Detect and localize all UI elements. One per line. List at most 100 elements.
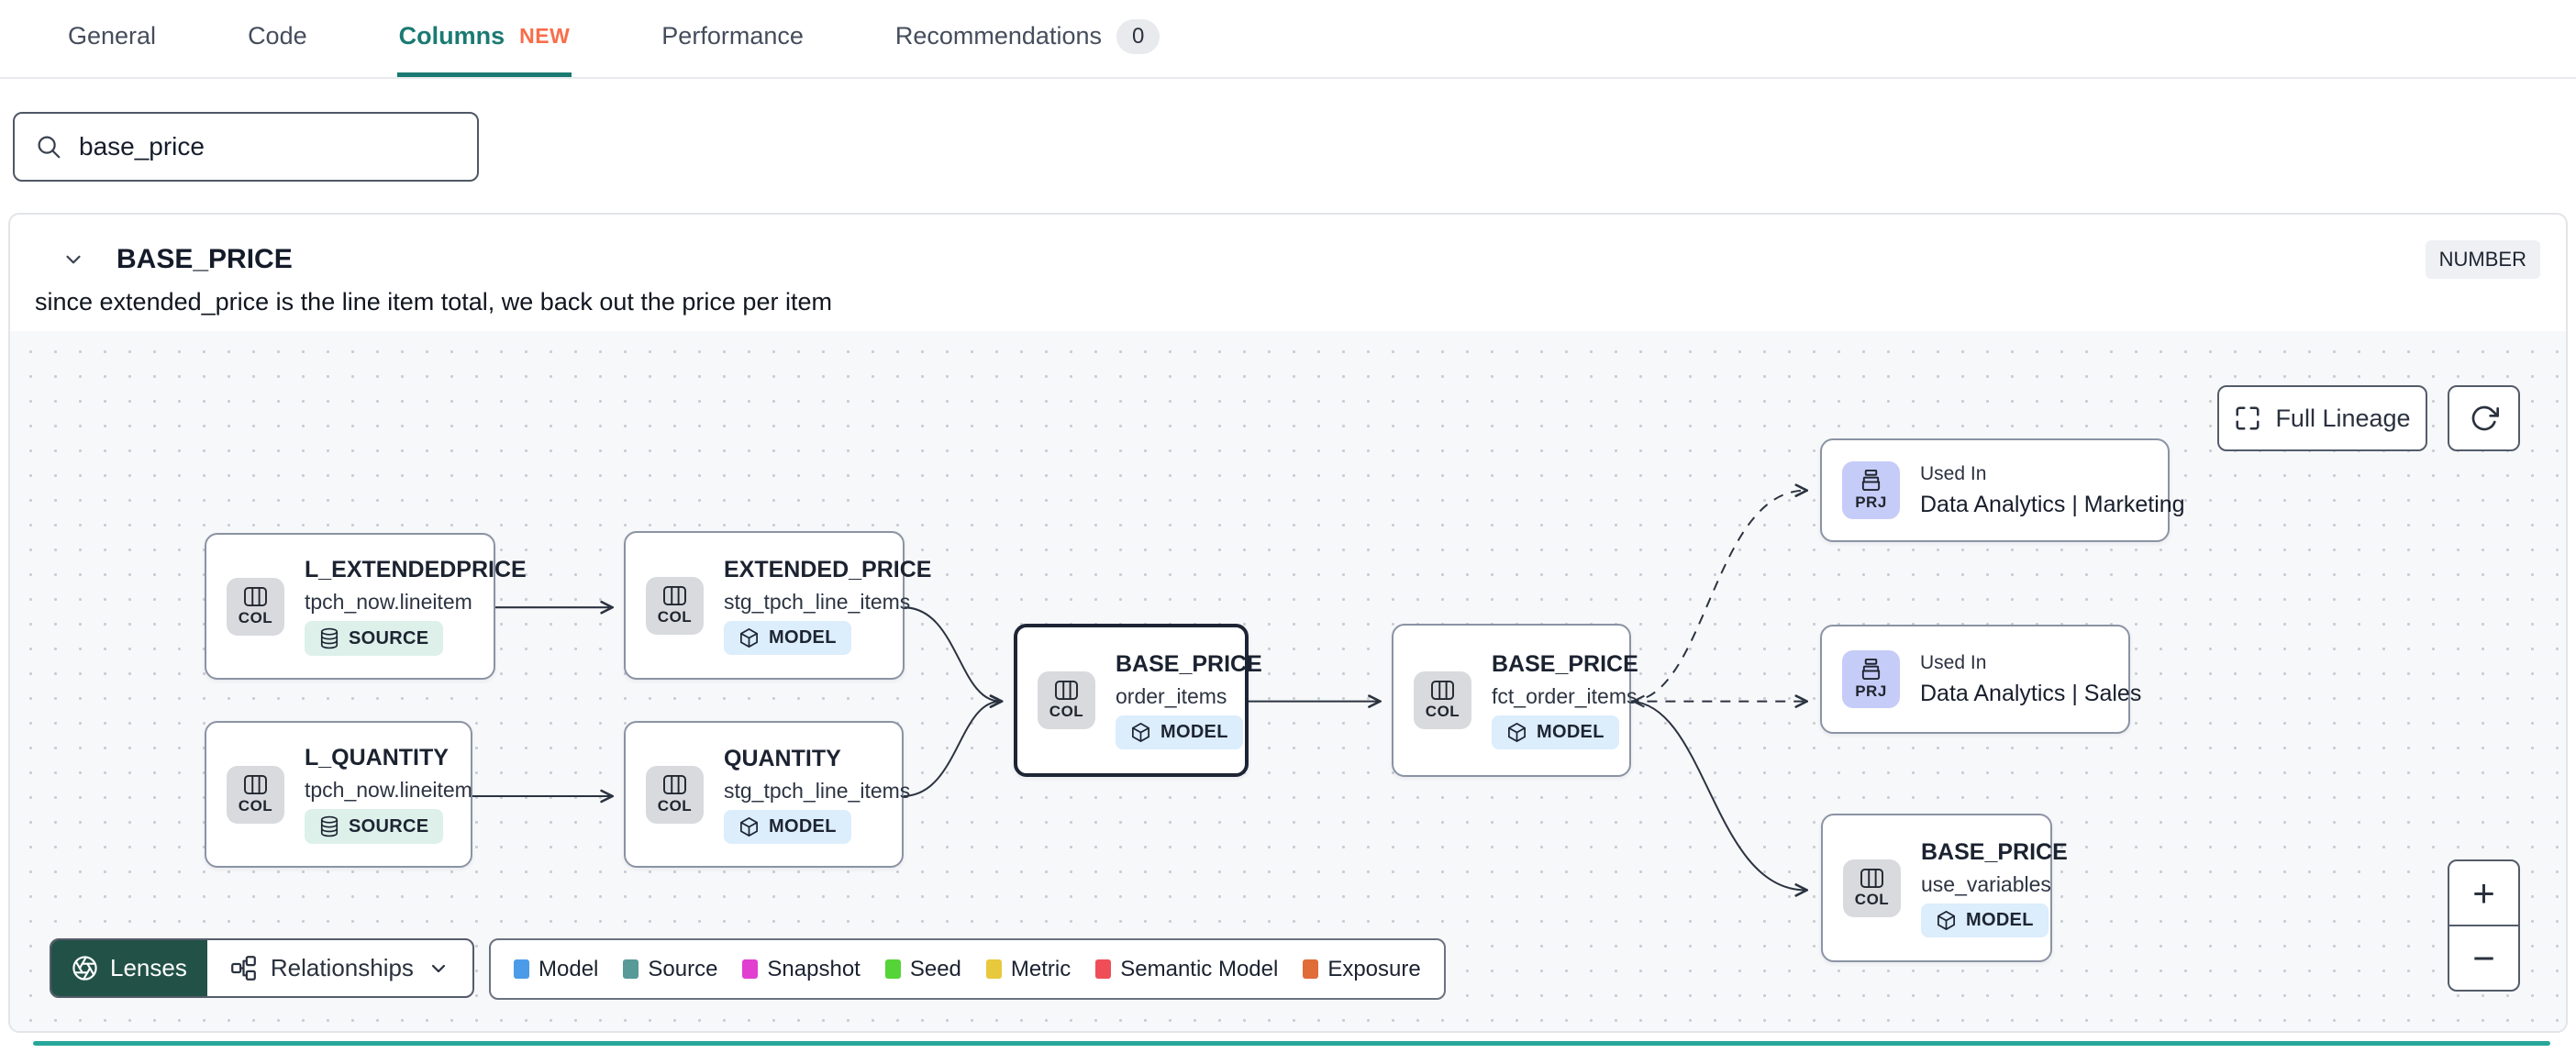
tab-label: Columns (398, 22, 505, 50)
legend-item-exposure: Exposure (1303, 956, 1421, 982)
chip-label: PRJ (1855, 682, 1887, 700)
columns-icon (244, 774, 267, 794)
model-badge: MODEL (724, 620, 851, 655)
columns-icon (244, 586, 267, 606)
column-chip: COL (227, 577, 284, 636)
project-icon (1861, 469, 1881, 492)
model-cube-icon (1132, 723, 1149, 742)
lineage-canvas[interactable]: Full Lineage + − (10, 331, 2566, 1031)
source-database-icon (320, 815, 339, 837)
refresh-icon (2471, 405, 2499, 431)
legend-item-metric: Metric (985, 956, 1071, 982)
node-title: L_EXTENDEDPRICE (305, 557, 527, 582)
column-chip: COL (227, 765, 284, 824)
badge-label: SOURCE (349, 815, 429, 837)
legend-swatch (623, 959, 639, 979)
column-chip: COL (646, 576, 704, 635)
column-chip: COL (646, 765, 704, 824)
chevron-down-icon (431, 964, 446, 972)
legend-swatch (884, 959, 901, 979)
legend-label: Snapshot (767, 956, 861, 981)
tab-general[interactable]: General (66, 0, 158, 77)
tab-performance[interactable]: Performance (660, 0, 805, 77)
column-panel: BASE_PRICE NUMBER since extended_price i… (8, 213, 2568, 1033)
legend-label: Seed (909, 956, 961, 981)
chip-label: COL (657, 796, 693, 815)
zoom-in-button[interactable]: + (2449, 861, 2518, 926)
node-subtitle: stg_tpch_line_items (724, 589, 911, 614)
legend-item-source: Source (623, 957, 717, 982)
zoom-controls: + − (2448, 859, 2520, 992)
badge-label: MODEL (769, 626, 837, 648)
badge-label: MODEL (1966, 909, 2034, 930)
aperture-icon (72, 956, 97, 981)
collapse-chevron-icon[interactable] (61, 248, 85, 272)
tab-label: Code (248, 22, 307, 50)
refresh-button[interactable] (2448, 385, 2520, 451)
column-name: BASE_PRICE (117, 244, 293, 274)
legend-label: Exposure (1327, 956, 1421, 981)
search-icon (38, 136, 61, 159)
legend-label: Semantic Model (1120, 956, 1279, 981)
tab-label: Performance (661, 22, 804, 50)
full-lineage-button[interactable]: Full Lineage (2217, 385, 2427, 451)
relationships-dropdown[interactable]: Relationships (207, 940, 472, 996)
node-title: BASE_PRICE (1492, 651, 1638, 677)
legend-item-snapshot: Snapshot (742, 956, 861, 982)
columns-icon (1860, 868, 1883, 888)
legend-label: Source (648, 956, 718, 981)
model-cube-icon (1938, 910, 1955, 930)
project-name: Data Analytics | Marketing (1920, 491, 2185, 517)
zoom-out-button[interactable]: − (2472, 936, 2495, 980)
node-subtitle: order_items (1116, 684, 1227, 708)
columns-icon (1431, 680, 1454, 701)
columns-icon (663, 585, 686, 605)
relationships-icon (230, 956, 256, 981)
legend-label: Metric (1010, 956, 1071, 981)
project-name: Data Analytics | Sales (1920, 680, 2142, 706)
legend-item-model: Model (514, 957, 598, 982)
legend-label: Model (539, 956, 599, 981)
legend-item-semantic-model: Semantic Model (1095, 957, 1278, 982)
legend-swatch (514, 959, 529, 979)
badge-label: SOURCE (349, 627, 429, 648)
node-subtitle: fct_order_items (1492, 684, 1638, 708)
lenses-control: Lenses Relationships (50, 938, 474, 998)
search-input[interactable] (79, 132, 457, 161)
lenses-label: Lenses (110, 954, 187, 981)
node-text: Used In Data Analytics | Marketing (1920, 463, 2185, 518)
model-badge: MODEL (1116, 715, 1243, 749)
relationships-label: Relationships (270, 954, 414, 981)
node-title: L_QUANTITY (305, 745, 449, 770)
model-badge: MODEL (724, 809, 851, 844)
column-panel-header: BASE_PRICE NUMBER (10, 215, 2566, 281)
node-subtitle: stg_tpch_line_items (724, 778, 911, 803)
full-lineage-label: Full Lineage (2275, 404, 2411, 432)
node-title: EXTENDED_PRICE (724, 556, 932, 582)
tab-code[interactable]: Code (246, 0, 309, 77)
column-search[interactable] (13, 112, 479, 182)
chip-label: COL (238, 796, 273, 815)
lenses-button[interactable]: Lenses (51, 940, 207, 996)
badge-label: MODEL (769, 815, 837, 837)
used-in-label: Used In (1920, 462, 1987, 484)
